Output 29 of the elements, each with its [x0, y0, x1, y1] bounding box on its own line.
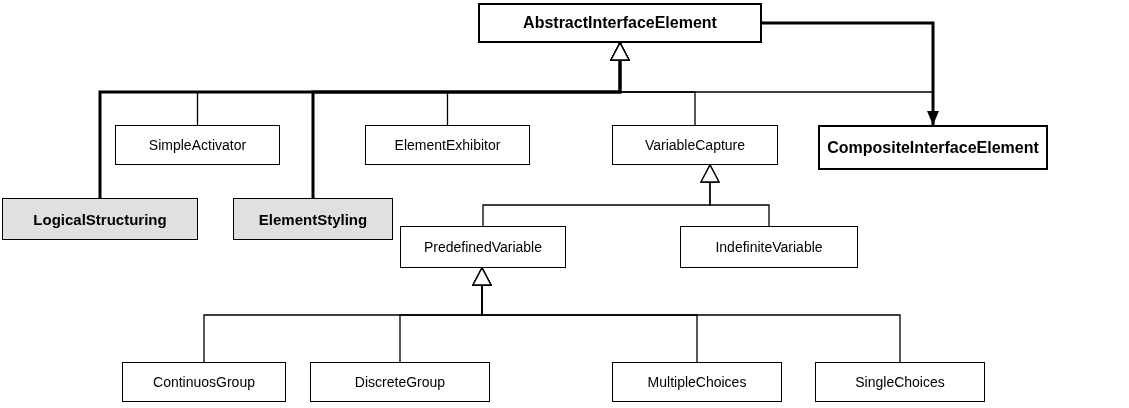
class-box — [115, 125, 280, 165]
arrow — [762, 21, 939, 125]
class-name: MultipleChoices — [647, 374, 747, 390]
class-name: ElementStyling — [258, 210, 368, 228]
class-box — [815, 362, 985, 402]
class-name: IndefiniteVariable — [715, 239, 823, 255]
class-name: SingleChoices — [855, 374, 945, 390]
inheritance-arrow — [700, 164, 770, 227]
class-name: SimpleActivator — [148, 137, 247, 153]
class-box — [818, 125, 1048, 170]
class-name: DiscreteGroup — [354, 374, 446, 390]
class-name: VariableCapture — [644, 137, 746, 153]
class-box — [310, 362, 490, 402]
class-box — [365, 125, 530, 165]
class-name: PredefinedVariable — [423, 239, 542, 255]
class-box — [233, 198, 393, 240]
class-box — [2, 198, 198, 240]
class-name: LogicalStructuring — [33, 210, 167, 228]
class-box — [612, 362, 782, 402]
class-name: ContinuosGroup — [153, 374, 255, 390]
class-box — [400, 226, 566, 268]
inheritance-arrow — [472, 267, 901, 363]
class-box — [478, 3, 762, 43]
class-box — [122, 362, 286, 402]
class-box — [612, 125, 778, 165]
class-name: AbstractInterfaceElement — [523, 14, 717, 32]
class-box — [680, 226, 858, 268]
class-name: ElementExhibitor — [394, 137, 501, 153]
class-name: CompositeInterfaceElement — [827, 138, 1039, 157]
